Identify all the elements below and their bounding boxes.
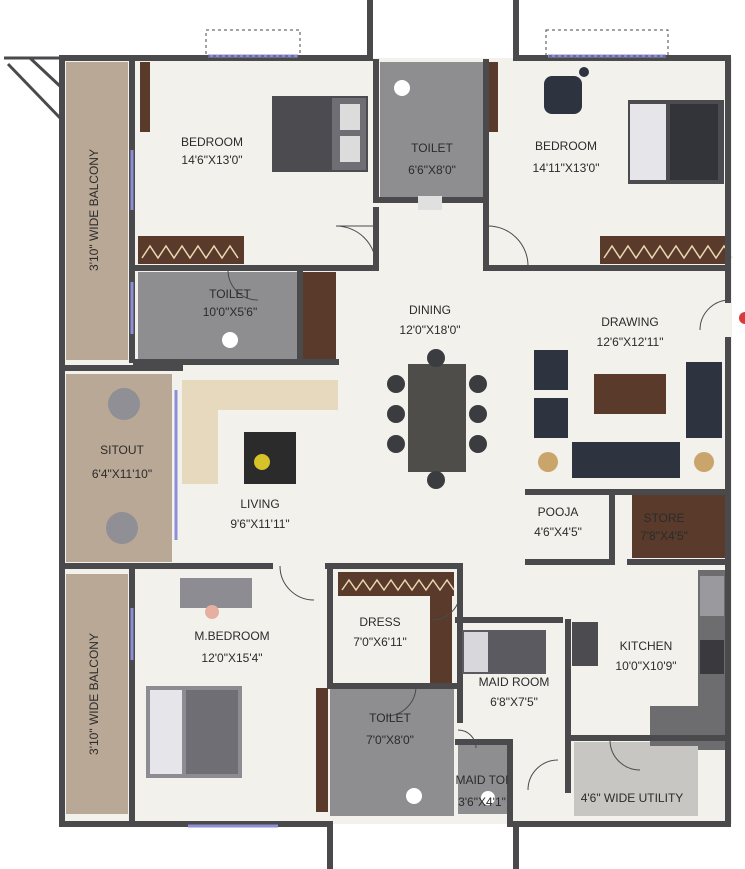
- coffee-table-living: [244, 432, 296, 484]
- sitout-chair-top: [108, 388, 140, 420]
- living-name: LIVING: [240, 497, 279, 511]
- kitchen-name: KITCHEN: [620, 639, 673, 653]
- maid-room-size: 6'8"X7'5": [490, 695, 538, 709]
- store-name: STORE: [643, 511, 684, 525]
- fridge-icon: [572, 622, 598, 666]
- bedroom-1-name: BEDROOM: [181, 135, 243, 149]
- bed-master: [146, 686, 242, 778]
- toilet-bottom-size: 7'0"X8'0": [366, 733, 414, 747]
- pooja-size: 4'6"X4'5": [534, 525, 582, 539]
- sitout-chair-bottom: [106, 512, 138, 544]
- lamp-icon: [579, 67, 589, 77]
- wc-maid: [481, 791, 495, 805]
- wc-bottom: [406, 788, 422, 804]
- toilet-left-size: 10'0"X5'6": [203, 305, 257, 319]
- bed-bedroom-2: [628, 100, 724, 184]
- drawing-name: DRAWING: [601, 315, 659, 329]
- bed-bedroom-1: [272, 96, 368, 172]
- dress-size: 7'0"X6'11": [353, 635, 407, 649]
- drawing-sofas: [534, 350, 722, 478]
- utility-name: 4'6" WIDE UTILITY: [581, 791, 684, 805]
- armchair-bedroom-2: [544, 76, 582, 114]
- store-floor: [632, 492, 726, 558]
- wc-left: [222, 332, 238, 348]
- toilet-left-name: TOILET: [209, 287, 251, 301]
- sofa-master-bedroom: [180, 578, 252, 608]
- stove-icon: [700, 640, 724, 674]
- entrance-marker: [739, 312, 745, 324]
- overhang-lines: [4, 56, 64, 122]
- l-sofa-living: [182, 380, 338, 484]
- maid-room-name: MAID ROOM: [479, 675, 550, 689]
- sink-icon: [700, 576, 724, 616]
- side-table-icon: [205, 605, 219, 619]
- doors: [227, 225, 729, 791]
- bed-maid-room: [462, 630, 546, 674]
- toilet-top-name: TOILET: [411, 141, 453, 155]
- tv-wall-panel: [298, 272, 336, 360]
- wardrobe-panel: [316, 688, 328, 812]
- kitchen-size: 10'0"X10'9": [615, 659, 676, 673]
- toilet-top-size: 6'6"X8'0": [408, 163, 456, 177]
- bedroom2-wardrobe: [488, 62, 498, 132]
- balcony-top: [66, 62, 128, 360]
- window-outlines: [205, 29, 669, 57]
- balcony-bottom: [66, 574, 128, 814]
- drawing-size: 12'6"X12'11": [597, 335, 664, 349]
- utility-floor: [574, 742, 698, 816]
- walls: [59, 0, 731, 869]
- balcony-top-name: 3'10" WIDE BALCONY: [87, 149, 101, 271]
- bedroom1-wardrobe: [140, 62, 150, 132]
- balcony-bottom-name: 3'10" WIDE BALCONY: [87, 633, 101, 755]
- pooja-name: POOJA: [538, 505, 579, 519]
- toilet-bottom-floor: [330, 686, 454, 816]
- plant-icon: [254, 454, 270, 470]
- bedroom-2-name: BEDROOM: [535, 139, 597, 153]
- dining-size: 12'0"X18'0": [399, 323, 460, 337]
- maid-toilet-size: 3'6"X4'1": [458, 795, 506, 809]
- bedroom-2-size: 14'11"X13'0": [533, 161, 600, 175]
- sitout-name: SITOUT: [100, 443, 144, 457]
- wardrobe-dress: [338, 572, 455, 686]
- bedroom-1-size: 14'6"X13'0": [181, 153, 242, 167]
- wardrobe-bedroom-1: [138, 236, 244, 264]
- sitout-size: 6'4"X11'10": [92, 467, 152, 481]
- toilet-bottom-name: TOILET: [369, 711, 411, 725]
- living-size: 9'6"X11'11": [230, 517, 289, 531]
- wardrobe-bedroom-2: [600, 236, 733, 264]
- m-bedroom-size: 12'0"X15'4": [201, 651, 262, 665]
- m-bedroom-name: M.BEDROOM: [194, 629, 269, 643]
- toilet-left-floor: [138, 272, 298, 360]
- dining-table: [387, 349, 487, 489]
- toilet-top-floor: [380, 62, 486, 200]
- store-size: 7'8"X4'5": [640, 529, 688, 543]
- washbasin-top: [418, 196, 442, 210]
- dress-name: DRESS: [359, 615, 400, 629]
- wc-top: [394, 80, 410, 96]
- maid-toilet-name: MAID TOI: [456, 773, 509, 787]
- dining-name: DINING: [409, 303, 451, 317]
- room-labels: BEDROOM 14'6"X13'0" TOILET 6'6"X8'0" BED…: [87, 135, 688, 809]
